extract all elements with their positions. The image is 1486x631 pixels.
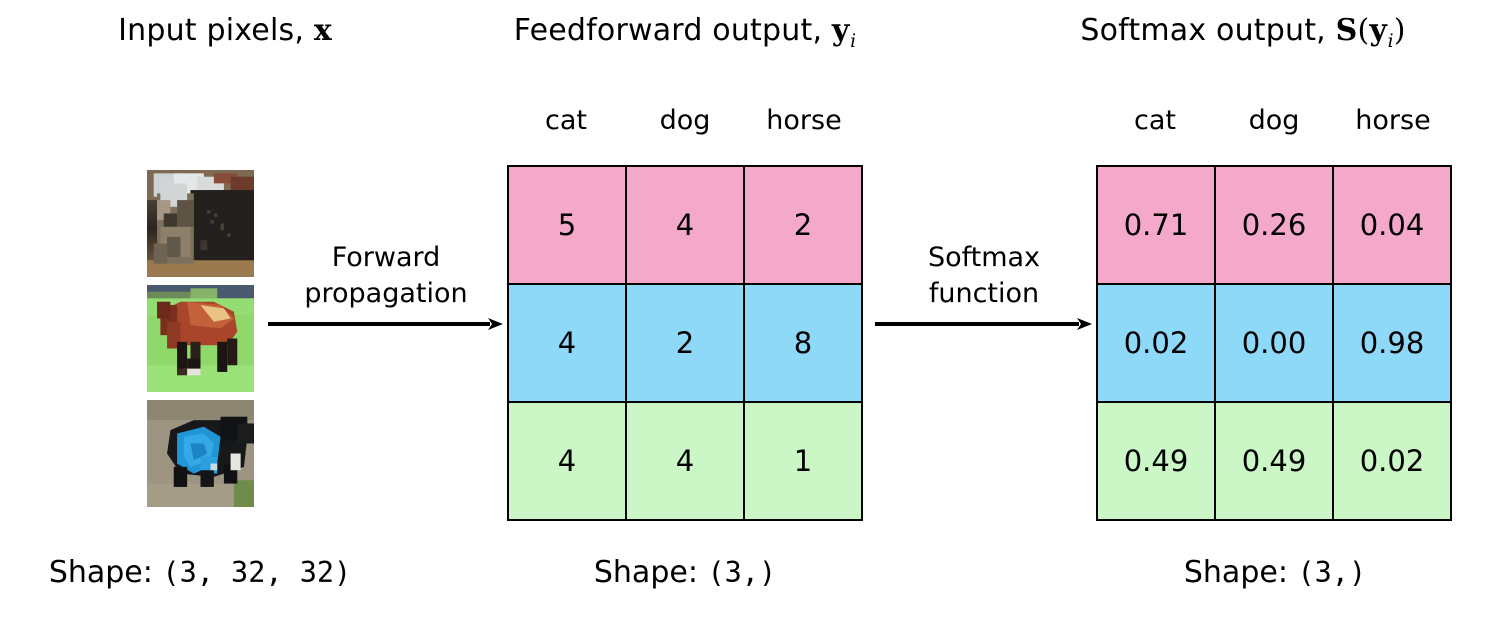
table-row: 5 4 2 — [507, 165, 863, 285]
heading-input-text: Input pixels, — [118, 13, 314, 48]
shape-caption-softmax: Shape: (3,) — [1095, 558, 1455, 588]
heading-feedforward-text: Feedforward output, — [513, 13, 832, 48]
feedforward-cell-1-2: 8 — [743, 283, 863, 403]
softmax-cell-2-2: 0.02 — [1332, 401, 1452, 521]
shape-caption-feedforward: Shape: (3,) — [505, 558, 865, 588]
softmax-function-arrow-group: Softmax function — [875, 240, 1093, 331]
softmax-cell-1-1: 0.00 — [1214, 283, 1334, 403]
heading-input-pixels: Input pixels, x — [0, 16, 450, 46]
feedforward-cell-2-2: 1 — [743, 401, 863, 521]
heading-softmax-close-paren: ) — [1393, 13, 1406, 48]
feedforward-output-table: 5 4 2 4 2 8 4 4 1 — [507, 165, 863, 521]
softmax-column-headers: cat dog horse — [1096, 107, 1452, 134]
feedforward-cell-2-0: 4 — [507, 401, 627, 521]
feedforward-header-dog: dog — [659, 105, 711, 136]
shape-input-prefix: Shape: — [48, 555, 163, 590]
softmax-cell-0-0: 0.71 — [1096, 165, 1216, 285]
heading-feedforward-subscript: i — [850, 31, 857, 52]
feedforward-cell-2-1: 4 — [625, 401, 745, 521]
feedforward-header-horse: horse — [766, 105, 842, 136]
cat-thumbnail — [147, 170, 254, 277]
softmax-cell-1-2: 0.98 — [1332, 283, 1452, 403]
softmax-cell-2-0: 0.49 — [1096, 401, 1216, 521]
thumbnail-gap-2 — [147, 392, 254, 400]
heading-softmax-symbol: y — [1369, 13, 1388, 48]
shape-softmax-value: (3,) — [1297, 556, 1367, 589]
softmax-cell-0-1: 0.26 — [1214, 165, 1334, 285]
feedforward-cell-0-0: 5 — [507, 165, 627, 285]
forward-propagation-arrow-group: Forward propagation — [268, 240, 504, 331]
feedforward-cell-1-0: 4 — [507, 283, 627, 403]
softmax-header-dog: dog — [1248, 105, 1300, 136]
heading-softmax-open-paren: ( — [1357, 13, 1370, 48]
forward-arrow-shaft — [268, 322, 490, 327]
heading-feedforward-symbol: y — [831, 13, 850, 48]
softmax-cell-2-1: 0.49 — [1214, 401, 1334, 521]
feedforward-cell-0-1: 4 — [625, 165, 745, 285]
forward-arrow-head-icon — [488, 318, 503, 331]
heading-softmax-output: Softmax output, S(yi) — [1000, 16, 1486, 52]
softmax-arrow-shaft — [875, 322, 1079, 327]
shape-feedforward-prefix: Shape: — [593, 555, 708, 590]
table-row: 0.02 0.00 0.98 — [1096, 283, 1452, 403]
horse-thumbnail — [147, 285, 254, 392]
softmax-header-cat: cat — [1134, 105, 1176, 136]
feedforward-cell-0-2: 2 — [743, 165, 863, 285]
forward-arrow-line — [268, 317, 504, 331]
table-row: 4 2 8 — [507, 283, 863, 403]
softmax-arrow-line — [875, 317, 1093, 331]
feedforward-header-cat: cat — [545, 105, 587, 136]
softmax-cell-0-2: 0.04 — [1332, 165, 1452, 285]
heading-softmax-function-symbol: S — [1335, 13, 1358, 48]
shape-input-value: (3, 32, 32) — [162, 556, 352, 589]
dog-thumbnail — [147, 400, 254, 507]
shape-softmax-prefix: Shape: — [1183, 555, 1298, 590]
heading-feedforward-output: Feedforward output, yi — [440, 16, 930, 52]
feedforward-column-headers: cat dog horse — [507, 107, 863, 134]
heading-softmax-text: Softmax output, — [1080, 13, 1336, 48]
shape-feedforward-value: (3,) — [707, 556, 777, 589]
heading-input-symbol: x — [313, 13, 332, 48]
heading-softmax-subscript: i — [1387, 31, 1394, 52]
softmax-arrow-label-line1: Softmax — [927, 242, 1041, 273]
table-row: 0.49 0.49 0.02 — [1096, 401, 1452, 521]
softmax-arrow-label-line2: function — [928, 277, 1040, 309]
thumbnail-gap-1 — [147, 277, 254, 285]
softmax-arrow-head-icon — [1077, 318, 1092, 331]
softmax-output-table: 0.71 0.26 0.04 0.02 0.00 0.98 0.49 0.49 … — [1096, 165, 1452, 521]
input-image-stack — [147, 170, 254, 507]
softmax-cell-1-0: 0.02 — [1096, 283, 1216, 403]
forward-arrow-label-line2: propagation — [304, 277, 468, 309]
forward-arrow-label-line1: Forward — [331, 242, 441, 273]
softmax-header-horse: horse — [1355, 105, 1431, 136]
shape-caption-input: Shape: (3, 32, 32) — [0, 558, 400, 588]
table-row: 0.71 0.26 0.04 — [1096, 165, 1452, 285]
table-row: 4 4 1 — [507, 401, 863, 521]
feedforward-cell-1-1: 2 — [625, 283, 745, 403]
